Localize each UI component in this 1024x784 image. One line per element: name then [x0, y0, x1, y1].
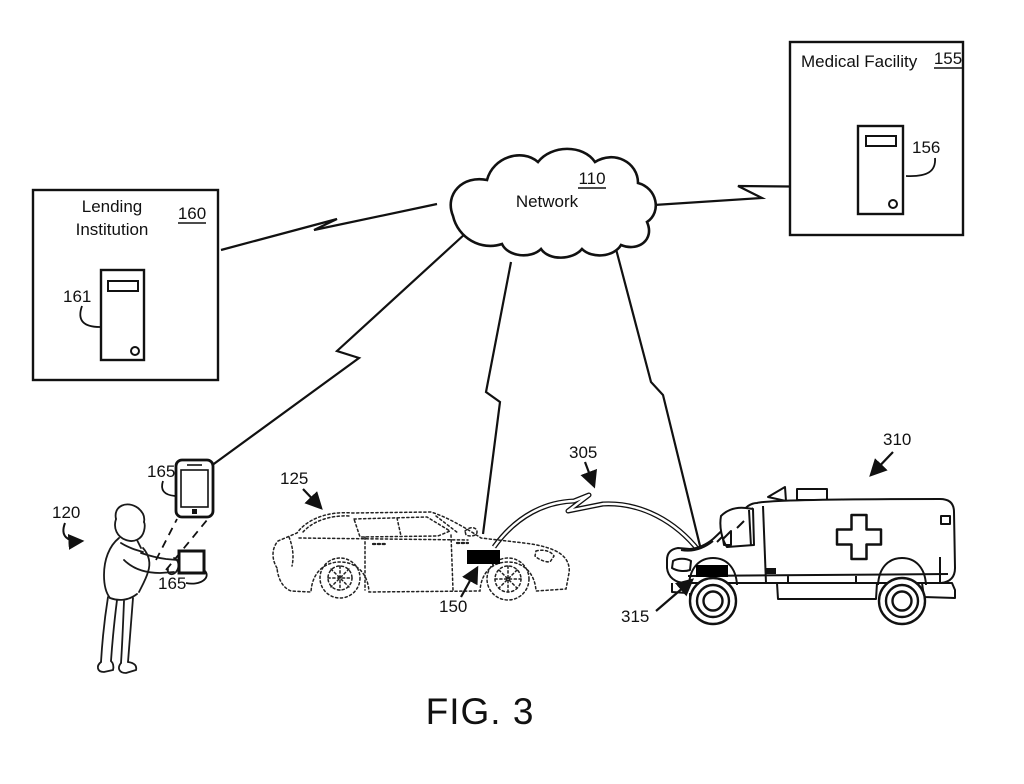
- bolt-network-to-car: [481, 261, 513, 535]
- car-rear-wheel: [319, 557, 361, 599]
- ambulance-rear-arch: [877, 557, 927, 586]
- ambulance-ref-arrow: [869, 451, 894, 477]
- network-cloud: 110 Network: [449, 147, 658, 259]
- medical-facility: Medical Facility 155 156: [788, 40, 965, 237]
- car-door-handles: [371, 541, 470, 546]
- cloud-shape: [449, 147, 658, 259]
- reference-annotations: 120 165 165 125 150 305 310 315: [52, 430, 911, 626]
- medical-facility-title: Medical Facility: [801, 52, 918, 71]
- lending-title-line1: Lending: [82, 197, 143, 216]
- ambulance-window-seat: [736, 509, 752, 547]
- car-device-arrow: [460, 565, 479, 598]
- ambulance-ref: 310: [883, 430, 911, 449]
- car-trunk-seam: [288, 536, 294, 567]
- ambulance-window-mirror: [722, 530, 732, 546]
- car-headlight: [534, 549, 555, 563]
- ambulance-front-wheel: [688, 576, 738, 626]
- ambulance-skirt-panel: [776, 582, 878, 600]
- medical-facility-ref: 155: [934, 49, 962, 68]
- ambulance-front-arch: [688, 557, 738, 586]
- ambulance-hood-line: [680, 540, 714, 552]
- lending-institution: Lending Institution 160 161: [31, 188, 220, 382]
- smartphone-icon: [174, 458, 215, 519]
- car-rear-glass: [302, 515, 351, 533]
- car-device-ref: 150: [439, 597, 467, 616]
- phone-home-button: [192, 509, 197, 514]
- v2v-ref-arrow: [580, 461, 597, 489]
- car-ref: 125: [280, 469, 308, 488]
- phone-ref-top: 165: [147, 462, 175, 481]
- ambulance-side-strip: [687, 573, 949, 583]
- phone-ref-bottom: 165: [158, 574, 186, 593]
- medical-server-leader: [905, 157, 936, 177]
- ambulance-door-handle: [766, 568, 776, 574]
- network-ref: 110: [578, 169, 605, 188]
- car-windshield: [435, 515, 459, 534]
- user-ref: 120: [52, 503, 80, 522]
- lending-title-line2: Institution: [76, 220, 149, 239]
- car-ref-arrow: [302, 488, 323, 510]
- phone-ref-bottom-leader: [185, 570, 208, 585]
- car-icon: [272, 511, 570, 601]
- car-front-wheel: [486, 557, 530, 601]
- car-door-seams: [364, 534, 454, 591]
- lending-ref: 160: [178, 204, 206, 223]
- v2v-ref: 305: [569, 443, 597, 462]
- callout-dashed-rays: [155, 518, 208, 571]
- phone-ref-top-leader: [161, 480, 176, 497]
- ambulance-light-bar: [796, 488, 828, 501]
- ambulance-front-step: [671, 583, 691, 600]
- handheld-device: [177, 549, 206, 575]
- car-side-glass: [352, 516, 452, 538]
- person-figure: [97, 503, 180, 674]
- server-tower-icon: [99, 268, 146, 362]
- v2v-link-arc: [491, 492, 701, 553]
- ambulance-icon: [666, 486, 956, 626]
- user-ref-arrow: [62, 522, 85, 550]
- ambulance-telematics-device: [696, 565, 728, 577]
- server-tower-icon: [856, 124, 905, 216]
- ambulance-door-seam: [762, 505, 767, 584]
- ambulance-headlight: [671, 557, 692, 573]
- figure-caption: FIG. 3: [426, 691, 535, 732]
- car-b-pillar: [396, 517, 402, 537]
- car-beltline: [298, 537, 469, 541]
- bolt-network-to-phone: [210, 232, 467, 467]
- lending-server-ref: 161: [63, 287, 91, 306]
- ambulance-rear-bumper: [921, 582, 956, 599]
- lending-server-leader: [79, 305, 101, 328]
- ambulance-device-ref: 315: [621, 607, 649, 626]
- ambulance-rear-wheel: [877, 576, 927, 626]
- bolt-network-to-ambulance: [614, 248, 703, 551]
- ambulance-device-arrow: [655, 578, 695, 612]
- ambulance-cross-icon: [835, 513, 883, 561]
- bolt-lending-to-network: [220, 202, 438, 252]
- ambulance-siren-horn: [767, 486, 787, 502]
- network-label: Network: [516, 192, 579, 211]
- car-mirror: [464, 527, 478, 537]
- car-body-outline: [272, 511, 570, 593]
- medical-server-ref: 156: [912, 138, 940, 157]
- ambulance-rear-latch: [940, 515, 951, 525]
- car-telematics-device: [467, 550, 500, 564]
